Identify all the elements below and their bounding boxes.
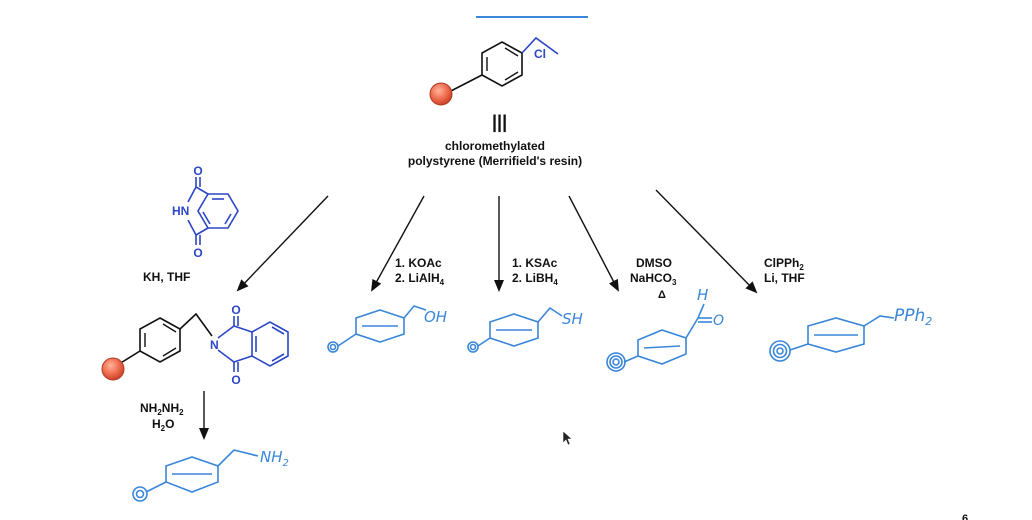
product-o-bottom: O <box>231 373 240 387</box>
phthalimide-product-structure: N O O <box>101 303 289 387</box>
phthalimide-nh: HN <box>172 204 189 218</box>
arrow-phthalimide <box>236 195 329 292</box>
hand-nh2: NH2 <box>260 448 289 469</box>
equivalence-symbol: ||| <box>492 112 507 132</box>
arrow-phosphine <box>655 189 758 294</box>
reagents-water: H2O <box>152 417 174 433</box>
product-benzaldehyde <box>606 303 712 372</box>
phthalimide-reagent <box>187 177 239 245</box>
resin-bead <box>429 82 453 106</box>
page-number: 6 <box>962 513 968 520</box>
reagents-clpph2: ClPPh2 <box>764 256 804 272</box>
reagents-li-thf: Li, THF <box>764 271 805 285</box>
resin-caption-line2: polystyrene (Merrifield's resin) <box>408 154 582 168</box>
arrow-alcohol <box>371 195 425 292</box>
reagents-heat: Δ <box>658 289 666 301</box>
chloride-label: Cl <box>534 47 546 61</box>
product-o-top: O <box>231 303 240 317</box>
hand-aldehyde-h: H <box>697 286 708 304</box>
mouse-cursor-icon <box>562 430 573 446</box>
reagents-nahco3: NaHCO3 <box>630 271 677 287</box>
hand-oh: OH <box>424 308 447 326</box>
resin-caption-line1: chloromethylated <box>445 139 545 153</box>
reagents-lialh4: 2. LiAlH4 <box>395 271 445 287</box>
reagents-ksac: 1. KSAc <box>512 256 558 270</box>
product-n-label: N <box>210 338 219 352</box>
merrifield-resin-structure: Cl <box>429 36 559 106</box>
reagents-kh-thf: KH, THF <box>143 270 190 284</box>
hand-sh: SH <box>562 310 583 328</box>
reagents-hydrazine: NH2NH2 <box>140 401 184 417</box>
phthalimide-o-top: O <box>193 164 202 178</box>
product-benzylamine <box>132 449 259 502</box>
reagents-libh4: 2. LiBH4 <box>512 271 558 287</box>
product-benzyl-thiol <box>467 306 563 353</box>
resin-bead <box>101 357 125 381</box>
hand-aldehyde-o: O <box>713 313 724 329</box>
arrow-aldehyde <box>568 195 619 292</box>
phthalimide-o-bottom: O <box>193 246 202 260</box>
product-benzyl-phosphine <box>769 315 895 362</box>
reagents-dmso: DMSO <box>636 256 672 270</box>
product-benzyl-alcohol <box>327 305 427 353</box>
hand-pph2: PPh2 <box>894 306 932 328</box>
reagents-koac: 1. KOAc <box>395 256 442 270</box>
